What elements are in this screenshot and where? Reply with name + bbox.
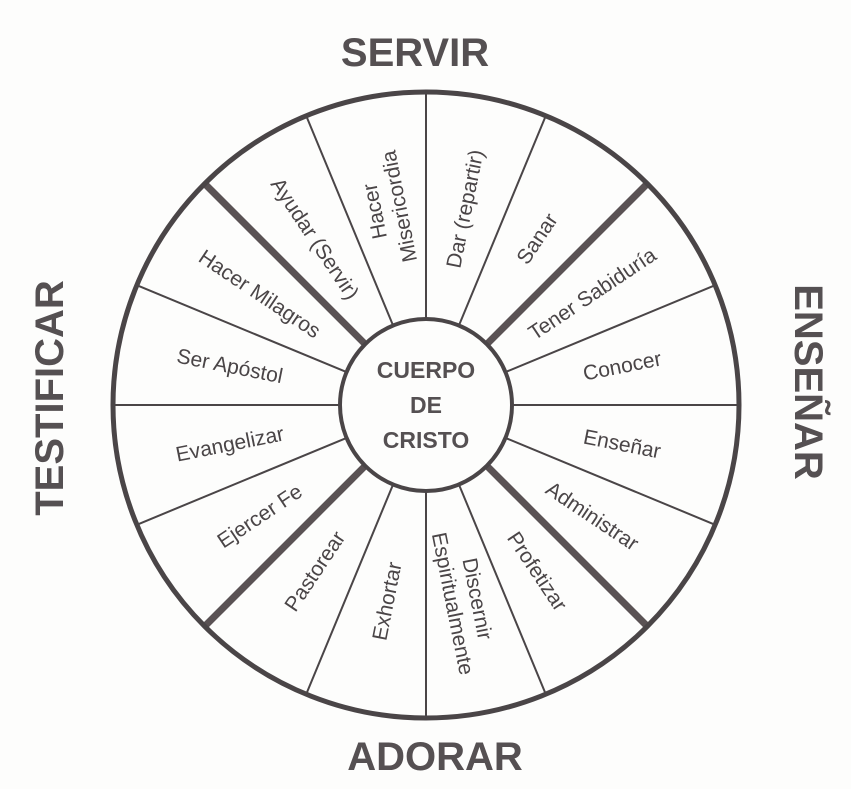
segment-label-line: Exhortar (368, 560, 406, 642)
segment-label: Enseñar (581, 426, 662, 464)
segment-divider (305, 484, 395, 694)
segment-label: Dar (repartir) (443, 148, 489, 270)
segment-label: Ayudar (Servir) (266, 174, 363, 304)
segment-label: Tener Sabiduría (525, 243, 661, 345)
quadrant-divider (202, 463, 368, 629)
segment-label: Exhortar (368, 560, 406, 642)
segment-divider (505, 436, 715, 526)
segment-divider (137, 284, 347, 374)
quadrant-divider (484, 463, 650, 629)
center-line-3: CRISTO (383, 427, 469, 453)
segment-label-line: Ser Apóstol (175, 345, 285, 389)
center-line-1: CUERPO (377, 357, 475, 383)
segment-label-line: Conocer (581, 347, 663, 385)
segment-label-line: Sanar (512, 209, 562, 268)
segment-divider (457, 116, 547, 326)
segment-label-line: Hacer Milagros (194, 246, 324, 344)
segment-dividers (114, 93, 738, 717)
segment-label: Sanar (512, 209, 562, 268)
segment-divider (505, 284, 715, 374)
segment-label-line: Evangelizar (174, 423, 286, 467)
segment-label: Hacer Milagros (194, 246, 324, 344)
outer-circle (110, 89, 742, 721)
center-line-2: DE (410, 392, 442, 418)
segment-label: Ser Apóstol (175, 345, 285, 389)
quadrant-title-testificar: TESTIFICAR (28, 280, 72, 516)
segment-label-line: Dar (repartir) (443, 148, 489, 270)
quadrant-title-servir: SERVIR (341, 31, 489, 75)
quadrant-divider (484, 181, 650, 347)
segment-label: Conocer (581, 347, 663, 385)
segment-divider (137, 436, 347, 526)
segment-label: DiscernirEspiritualmente (427, 526, 502, 677)
segment-label: Evangelizar (174, 423, 286, 467)
quadrant-title-adorar: ADORAR (347, 735, 523, 779)
quadrant-divider (202, 181, 368, 347)
inner-circle (338, 317, 514, 493)
segment-divider (457, 484, 547, 694)
quadrant-title-ensenar: ENSEÑAR (786, 284, 832, 480)
segment-label-line: Tener Sabiduría (525, 243, 661, 345)
segment-divider (305, 116, 395, 326)
segment-label-line: Enseñar (581, 426, 662, 464)
segment-label-line: Ayudar (Servir) (266, 174, 363, 304)
